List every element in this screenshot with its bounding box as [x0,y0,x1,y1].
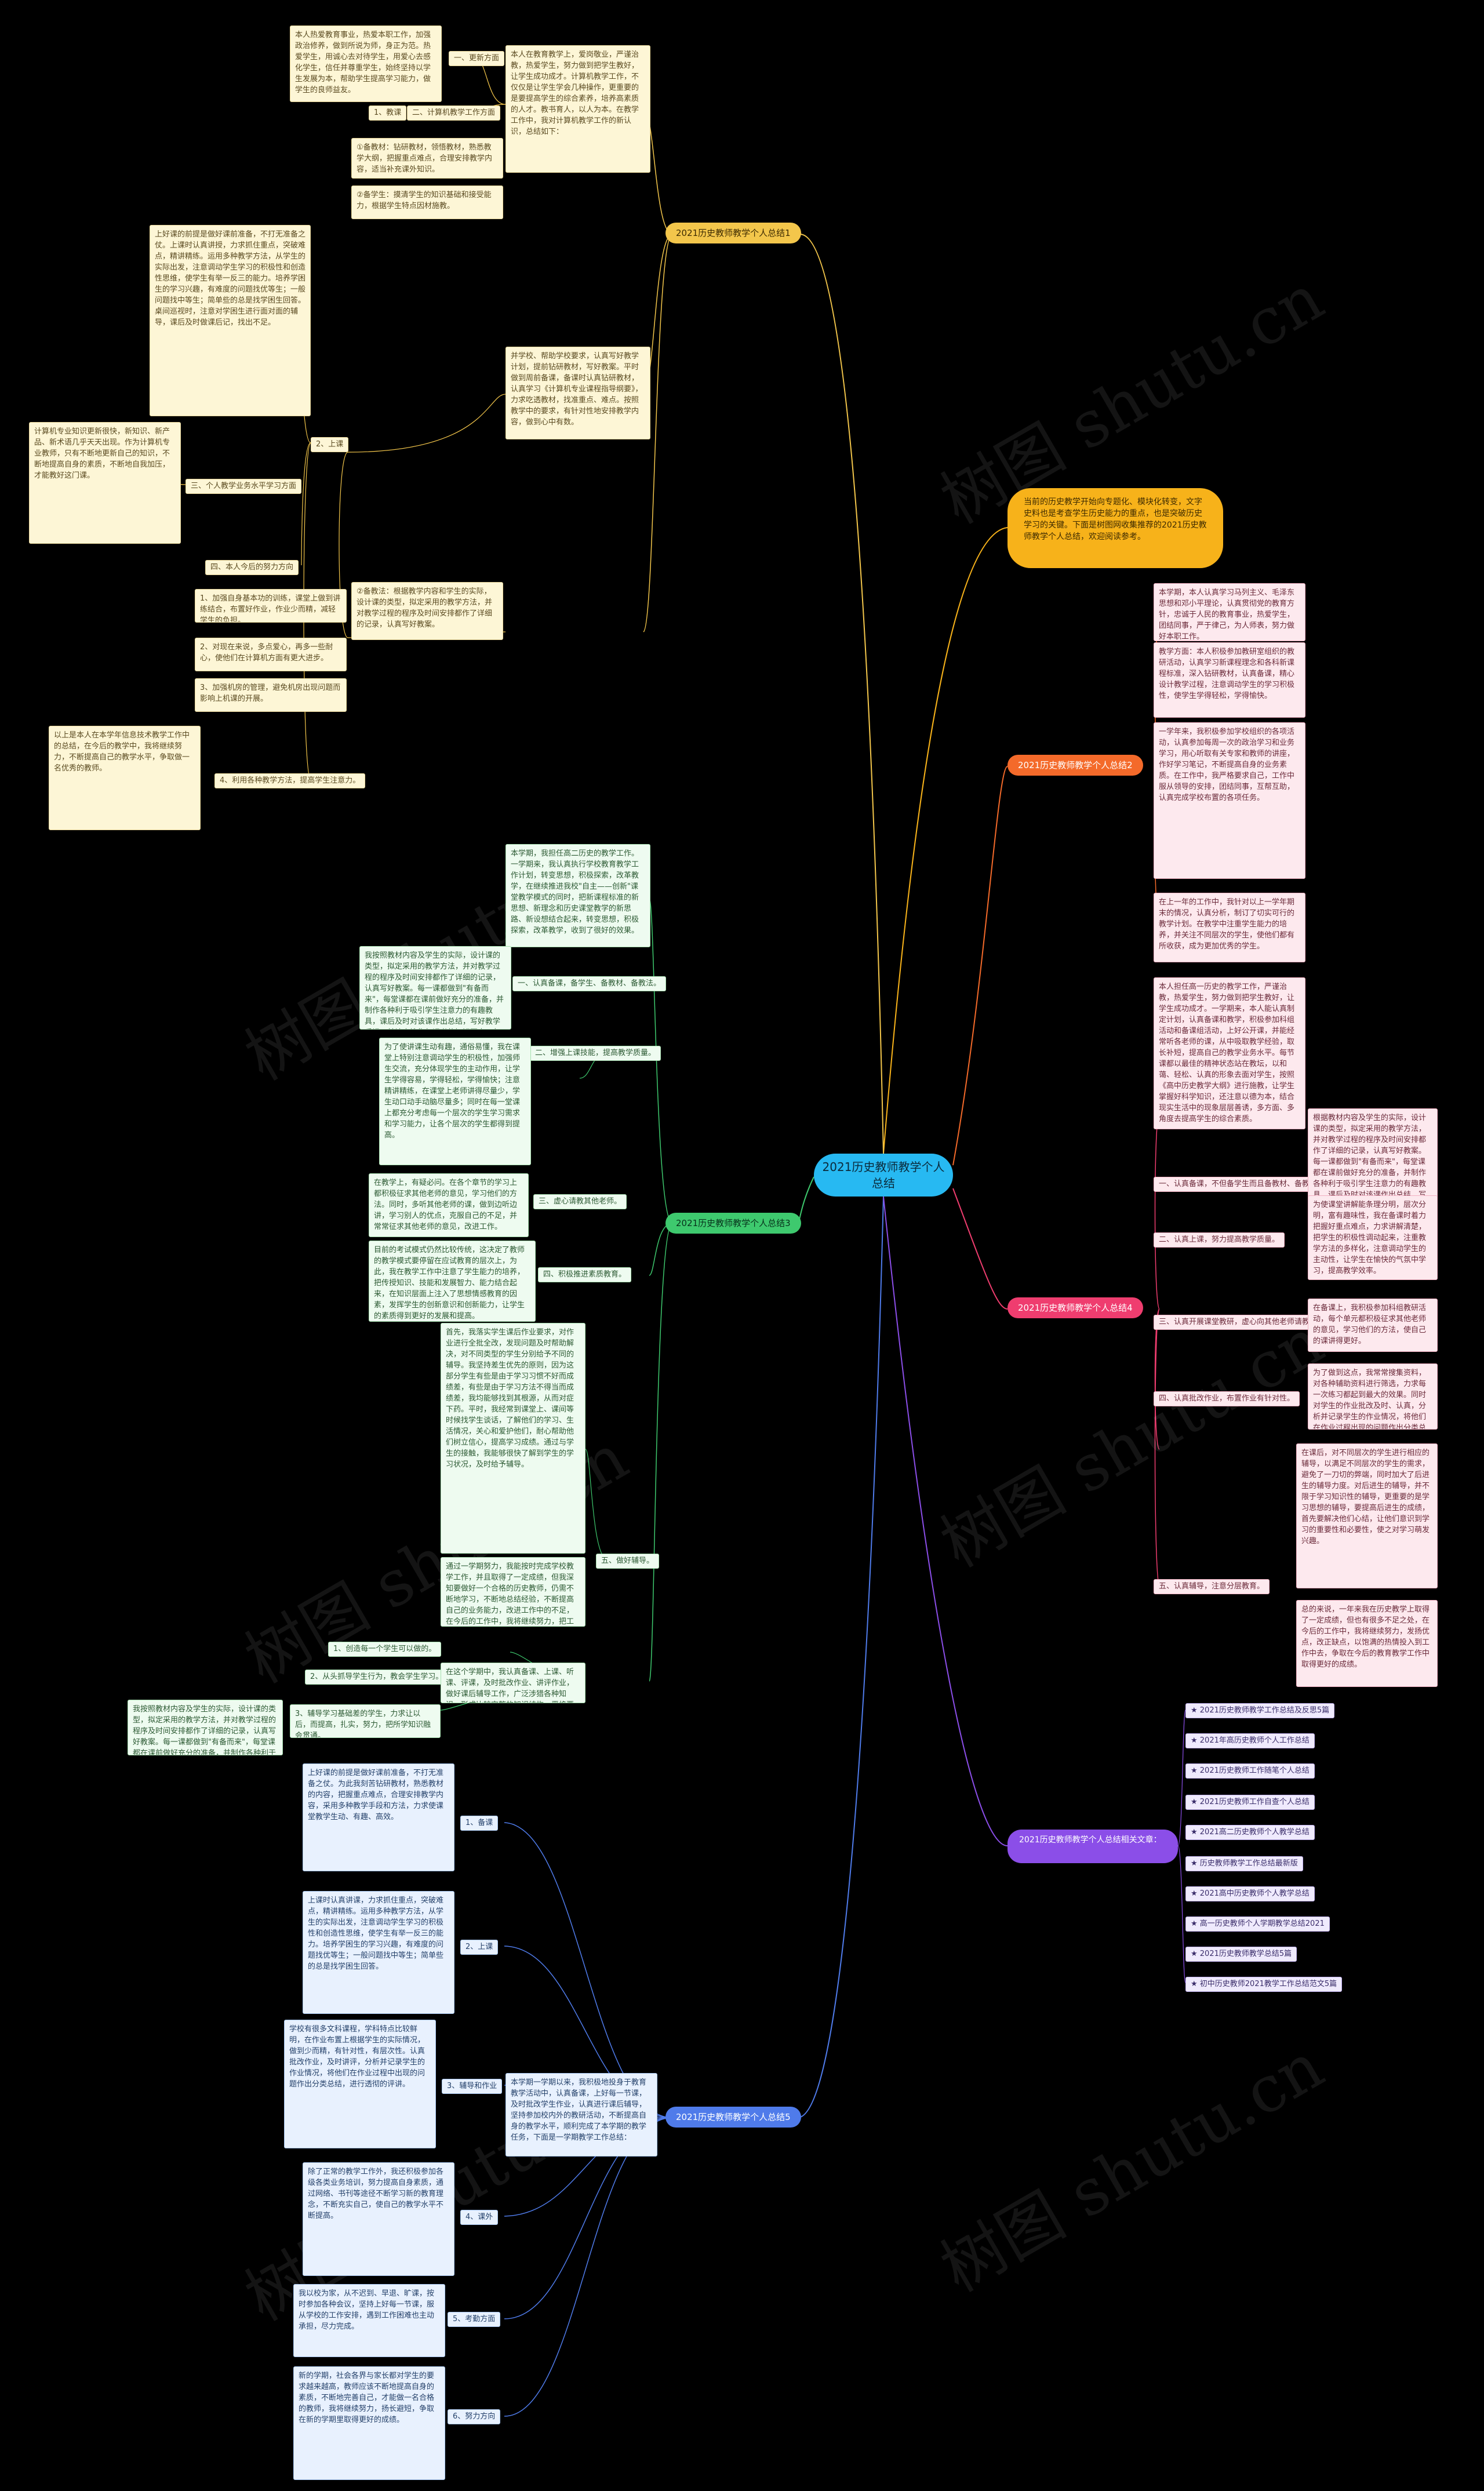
b3-text-consult: 在教学上，有疑必问。在各个章节的学习上都积极征求其他老师的意见，学习他们的方法。… [369,1173,529,1237]
related-link-1[interactable]: ★ 2021历史教师教学工作总结及反思5篇 [1185,1703,1335,1718]
b5-text-direction: 新的学期，社会各界与家长都对学生的要求越来越高，教师应该不断地提高自身的素质，不… [293,2366,445,2480]
related-link-8[interactable]: ★ 高一历史教师个人学期教学总结2021 [1185,1917,1330,1932]
related-link-6[interactable]: ★ 历史教师教学工作总结最新版 [1185,1856,1303,1871]
related-link-10[interactable]: ★ 初中历史教师2021教学工作总结范文5篇 [1185,1977,1343,1992]
b1-text-students: ②备学生：摸清学生的知识基础和接受能力，根据学生特点因材施教。 [351,186,503,219]
branch-summary-3[interactable]: 2021历史教师教学个人总结3 [665,1213,801,1234]
b5-label-extra[interactable]: 4、课外 [460,2210,499,2225]
edge-root-b4 [952,1188,1008,1310]
b1-label-update[interactable]: 一、更新方面 [449,51,505,66]
b3-text-tutoring: 首先，我落实学生课后作业要求，对作业进行全批全改，发现问题及时帮助解决，对不同类… [441,1323,585,1554]
b5-text-prepare: 上好课的前提是做好课前准备，不打无准备之仗。为此我刻苦钻研教材，熟悉教材的内容，… [303,1763,454,1871]
b5-text-class: 上课时认真讲课，力求抓住重点，突破难点，精讲精练。运用多种教学方法，从学生的实际… [303,1891,454,2014]
branch-summary-2[interactable]: 2021历史教师教学个人总结2 [1007,755,1143,776]
b4-text-research: 在备课上，我积极参加科组教研活动，每个单元都积极征求其他老师的意见，学习他们的方… [1308,1299,1438,1352]
b1-label-lesson[interactable]: 1、教课 [369,106,407,121]
b4-text-layered: 在课后，对不同层次的学生进行相应的辅导，以满足不同层次的学生的需求，避免了一刀切… [1296,1443,1438,1588]
related-link-9[interactable]: ★ 2021历史教师教学总结5篇 [1185,1947,1297,1962]
b3-label-quality[interactable]: 四、积极推进素质教育。 [538,1267,632,1282]
b4-text-class: 为使课堂讲解能条理分明，层次分明，富有趣味性，我在备课时着力把握好重点难点，力求… [1308,1195,1438,1280]
b5-text-homework: 学校有很多文科课程，学科特点比较鲜明，在作业布置上根据学生的实际情况，做到少而精… [284,2020,436,2148]
edge-root-intro [883,527,1008,1154]
b1-text-class: 上好课的前提是做好课前准备，不打无准备之仗。上课时认真讲授，力求抓住重点，突破难… [150,225,311,416]
b1-text-update: 本人热爱教育事业，热爱本职工作，加强政治修养，做到所说为师，身正为范。热爱学生，… [290,26,442,102]
b5-label-class[interactable]: 2、上课 [460,1940,499,1955]
b5-label-prepare[interactable]: 1、备课 [460,1816,499,1831]
intro-bubble[interactable]: 当前的历史教学开始向专题化、模块化转变，文字史料也是考查学生历史能力的重点，也是… [1007,488,1223,568]
b1-top-text: 本人在教育教学上，爱岗敬业，严谨治教，热爱学生，努力做到把学生教好，让学生成功成… [505,45,650,173]
b2-paragraph-4: 在上一年的工作中，我针对以上一学年期末的情况，认真分析，制订了切实可行的教学计划… [1154,893,1305,962]
related-link-2[interactable]: ★ 2021年高历史教师个人工作总结 [1185,1733,1315,1748]
related-link-7[interactable]: ★ 2021高中历史教师个人教学总结 [1185,1886,1315,1901]
b1-text-textbook: ①备教材：钻研教材，领悟教材，熟悉教学大纲，把握重点难点，合理安排教学内容，适当… [351,138,503,179]
b1-step-2: 2、对现在来说，多点爱心，再多一些耐心，使他们在计算机方面有更大进步。 [195,638,347,671]
b2-paragraph-1: 本学期，本人认真学习马列主义、毛泽东思想和邓小平理论，认真贯彻党的教育方针，忠诚… [1154,583,1305,641]
b1-label-personal[interactable]: 三、个人教学业务水平学习方面 [186,479,302,494]
edge-root-b1 [799,234,884,1154]
b4-label-homework[interactable]: 四、认真批改作业，布置作业有针对性。 [1154,1391,1300,1406]
b5-mid-text: 本学期一学期以来，我积极地投身于教育教学活动中，认真备课，上好每一节课，及时批改… [505,2073,657,2157]
b4-text-end: 总的来说，一年来我在历史教学上取得了一定成绩，但也有很多不足之处，在今后的工作中… [1296,1600,1438,1687]
b3-sub-1[interactable]: 1、创造每一个学生可以做的。 [328,1642,442,1657]
b5-text-extra: 除了正常的教学工作外，我还积极参加各级各类业务培训，努力提高自身素质，通过网络、… [303,2162,454,2276]
b1-label-methods[interactable]: 4、利用各种教学方法，提高学生注意力。 [214,773,366,788]
branch-summary-1[interactable]: 2021历史教师教学个人总结1 [665,223,801,243]
b3-label-tutoring[interactable]: 五、做好辅导。 [596,1554,660,1569]
branch-summary-4[interactable]: 2021历史教师教学个人总结4 [1007,1297,1143,1318]
b4-label-research[interactable]: 三、认真开展课堂教研，虚心向其他老师请教。 [1154,1315,1323,1330]
b2-paragraph-2: 教学方面：本人积极参加教研室组织的教研活动，认真学习新课程理念和各科新课程标准，… [1154,642,1305,718]
b2-paragraph-3: 一学年来，我积极参加学校组织的各项活动，认真参加每周一次的政治学习和业务学习，用… [1154,722,1305,879]
b3-sub-2[interactable]: 2、从头抓导学生行为，教会学生学习。 [305,1670,449,1685]
b3-label-consult[interactable]: 三、虚心请教其他老师。 [533,1194,627,1209]
b3-label-prepare[interactable]: 一、认真备课，备学生、备教材、备教法。 [512,976,667,991]
b3-text-semester: 在这个学期中，我认真备课、上课、听课、评课，及时批改作业、讲评作业，做好课后辅导… [441,1663,585,1703]
b3-text-guidance: 我按照教材内容及学生的实际，设计课的类型，拟定采用的教学方法，并对教学过程的程序… [128,1700,283,1755]
b3-text-effort: 通过一学期努力，我能按时完成学校教学工作，并且取得了一定成绩，但我深知要做好一个… [441,1557,585,1627]
b3-sub-3: 3、辅导学习基础差的学生，力求让以后，而提高，扎实，努力，把所学知识融会贯通。 [290,1704,441,1738]
b5-label-homework[interactable]: 3、辅导和作业 [442,2079,503,2094]
edge-root-b3 [797,1176,814,1224]
related-link-3[interactable]: ★ 2021历史教师工作随笔个人总结 [1185,1763,1315,1779]
branch-summary-5[interactable]: 2021历史教师教学个人总结5 [665,2107,801,2128]
edge-root-b2 [952,766,1008,1166]
b1-label-class[interactable]: 2、上课 [311,437,349,452]
b1-text-end: 以上是本人在本学年信息技术教学工作中的总结，在今后的教学中，我将继续努力，不断提… [49,726,201,830]
b1-step-1: 1、加强自身基本功的训练，课堂上做到讲练结合，布置好作业，作业少而精，减轻学生的… [195,589,347,623]
b3-text-skills: 为了使讲课生动有趣，通俗易懂，我在课堂上特别注意调动学生的积极性，加强师生交流，… [379,1038,531,1165]
b4-label-layered[interactable]: 五、认真辅导，注意分层教育。 [1154,1579,1270,1594]
b5-text-attendance: 我以校为家，从不迟到、早退、旷课，按时参加各种会议，坚持上好每一节课，服从学校的… [293,2284,445,2357]
b4-label-prepare[interactable]: 一、认真备课，不但备学生而且备教材、备教法。 [1154,1177,1330,1192]
b3-label-skills[interactable]: 二、增强上课技能，提高教学质量。 [530,1046,661,1061]
root-topic[interactable]: 2021历史教师教学个人总结 [814,1154,953,1197]
b3-top-text: 本学期，我担任高二历史的教学工作。一学期来，我认真执行学校教育教学工作计划，转变… [505,844,650,947]
b1-label-computer[interactable]: 二、计算机教学工作方面 [407,106,501,121]
b3-text-prepare: 我按照教材内容及学生的实际，设计课的类型，拟定采用的教学方法，并对教学过程的程序… [359,946,511,1030]
related-articles-title[interactable]: 2021历史教师教学个人总结相关文章： [1007,1830,1178,1863]
b3-text-quality: 目前的考试模式仍然比较传统，这决定了教师的教学模式要停留在应试教育的层次上，为此… [369,1241,536,1322]
related-link-4[interactable]: ★ 2021历史教师工作自查个人总结 [1185,1795,1315,1810]
b1-mid-text: 并学校、帮助学校要求，认真写好教学计划，提前钻研教材，写好教案。平时做到周前备课… [505,347,650,439]
b1-step-3: 3、加强机房的管理，避免机房出现问题而影响上机课的开展。 [195,678,347,712]
related-link-5[interactable]: ★ 2021高二历史教师个人教学总结 [1185,1825,1315,1840]
b1-bottom-text: ②备教法：根据教学内容和学生的实际，设计课的类型，拟定采用的教学方法，并对教学过… [351,582,503,640]
b4-top-text: 本人担任高一历史的教学工作，严谨治教，热爱学生，努力做到把学生教好，让学生成功成… [1154,977,1305,1129]
b5-label-attendance[interactable]: 5、考勤方面 [448,2312,501,2327]
b4-label-class[interactable]: 二、认真上课，努力提高教学质量。 [1154,1232,1285,1248]
b4-text-homework: 为了做到这点，我常常搜集资料，对各种辅助资料进行筛选，力求每一次练习都起到最大的… [1308,1363,1438,1430]
edge-root-b5 [797,1196,884,2118]
b1-text-knowledge: 计算机专业知识更新很快，新知识、新产品、新术语几乎天天出现。作为计算机专业教师，… [29,422,181,544]
b1-label-direction[interactable]: 四、本人今后的努力方向 [205,560,299,575]
b5-label-direction[interactable]: 6、努力方向 [448,2409,501,2424]
edge-root-related [883,1196,1008,1846]
